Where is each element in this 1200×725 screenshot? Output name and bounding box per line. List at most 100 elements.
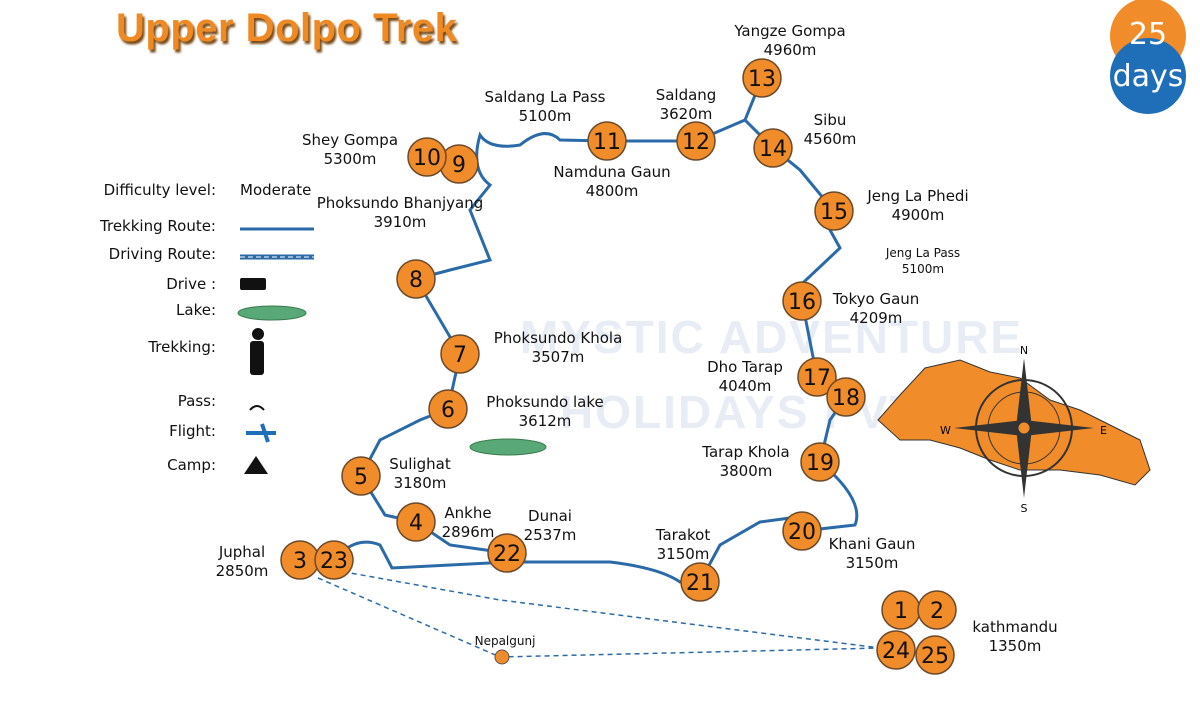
place-name: Jeng La Phedi <box>867 187 969 205</box>
day-marker: 25 <box>915 635 955 675</box>
legend-camp: Camp: <box>167 456 216 474</box>
day-number: 5 <box>354 465 368 490</box>
day-marker: 6 <box>428 389 468 429</box>
legend-lake: Lake: <box>176 301 216 319</box>
day-marker: 15 <box>814 191 854 231</box>
compass-n: N <box>1020 344 1028 357</box>
place-altitude: 4209m <box>849 309 903 327</box>
trekker-icon <box>250 328 264 375</box>
place-altitude: 3180m <box>393 474 447 492</box>
place-label: Nepalgunj <box>475 633 536 649</box>
place-altitude: 2850m <box>215 562 269 580</box>
phoksundo-lake-icon <box>469 438 547 456</box>
day-number: 23 <box>320 549 348 574</box>
place-name: Phoksundo Khola <box>493 329 623 347</box>
day-marker: 1 <box>881 590 921 630</box>
place-name: Jeng La Pass <box>885 246 961 260</box>
day-marker: 5 <box>341 456 381 496</box>
day-marker: 14 <box>753 128 793 168</box>
place-name: Nepalgunj <box>474 634 536 648</box>
day-marker: 13 <box>742 58 782 98</box>
day-marker: 2 <box>917 590 957 630</box>
watermark: MYSTIC ADVENTURE <box>520 311 1024 363</box>
day-marker: 7 <box>440 334 480 374</box>
day-number: 17 <box>803 366 831 391</box>
nepalgunj-marker <box>494 649 510 665</box>
place-altitude: 3612m <box>518 412 572 430</box>
day-marker: 9 <box>439 144 479 184</box>
day-number: 8 <box>409 268 423 293</box>
place-name: Saldang <box>655 86 717 104</box>
legend-difficulty-value: Moderate <box>240 181 312 199</box>
compass-w: W <box>940 424 951 437</box>
day-number: 21 <box>686 571 714 596</box>
place-altitude: 3150m <box>845 554 899 572</box>
place-name: Tarap Khola <box>702 443 790 461</box>
legend-pass: Pass: <box>177 392 216 410</box>
day-marker: 18 <box>826 377 866 417</box>
flight-route <box>317 569 881 658</box>
place-altitude: 3800m <box>719 462 773 480</box>
place-altitude: 2537m <box>523 526 577 544</box>
place-altitude: 3620m <box>659 105 713 123</box>
place-name: Tarakot <box>655 526 711 544</box>
day-number: 9 <box>452 153 466 178</box>
day-number: 6 <box>441 398 455 423</box>
bus-icon <box>240 278 266 290</box>
place-altitude: 3507m <box>531 348 585 366</box>
place-name: Namduna Gaun <box>553 163 671 181</box>
legend-drive: Drive : <box>166 275 216 293</box>
place-name: Sibu <box>813 111 847 129</box>
place-altitude: 4900m <box>891 206 945 224</box>
day-marker: 8 <box>396 259 436 299</box>
day-number: 1 <box>894 599 908 624</box>
place-altitude: 4800m <box>585 182 639 200</box>
day-number: 12 <box>682 130 710 155</box>
place-name: Tokyo Gaun <box>832 290 920 308</box>
place-name: Khani Gaun <box>828 535 916 553</box>
days-unit: days <box>1113 59 1184 94</box>
place-name: kathmandu <box>972 618 1058 636</box>
day-marker: 24 <box>876 630 916 670</box>
plane-icon <box>246 423 276 443</box>
day-number: 14 <box>759 137 787 162</box>
place-altitude: 5100m <box>518 107 572 125</box>
place-altitude: 5100m <box>901 262 945 276</box>
legend-trekking: Trekking: <box>148 338 216 356</box>
day-marker: 19 <box>800 442 840 482</box>
pass-icon <box>249 405 265 411</box>
day-number: 25 <box>921 644 949 669</box>
day-marker: 11 <box>587 121 627 161</box>
place-label: Jeng La Pass 5100m <box>886 245 960 277</box>
compass-s: S <box>1021 502 1028 515</box>
day-marker: 3 <box>280 540 320 580</box>
day-number: 13 <box>748 67 776 92</box>
place-altitude: 2896m <box>441 523 495 541</box>
day-marker: 22 <box>487 533 527 573</box>
day-marker: 17 <box>797 357 837 397</box>
day-number: 20 <box>788 520 816 545</box>
place-name: Phoksundo Bhanjyang <box>316 194 484 212</box>
days-number: 25 <box>1129 17 1167 52</box>
day-marker: 23 <box>314 540 354 580</box>
place-name: Sulighat <box>389 455 451 473</box>
place-name: Dho Tarap <box>707 358 783 376</box>
place-altitude: 4040m <box>718 377 772 395</box>
